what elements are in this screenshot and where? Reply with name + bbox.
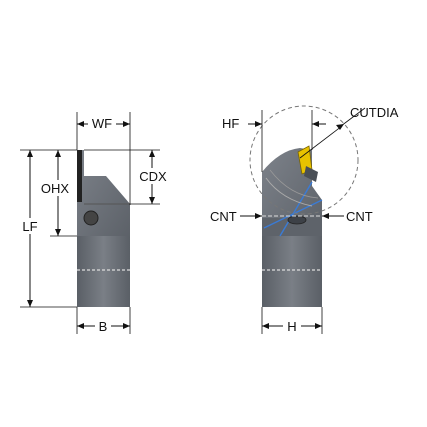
right-shank (262, 236, 322, 307)
cdx-arrow-bottom (149, 197, 155, 204)
hf-arrow-right (312, 121, 319, 127)
right-contour-2 (269, 169, 319, 199)
left-head (77, 150, 130, 236)
cutdia-label: CUTDIA (350, 105, 399, 120)
right-insert-clamp (304, 166, 318, 182)
left-view: WF CDX OHX LF B (18, 112, 170, 334)
hf-arrow-left (255, 121, 262, 127)
h-label: H (287, 319, 296, 334)
ohx-label-bg (38, 180, 72, 196)
right-screw-slot (287, 215, 307, 225)
cdx-label-bg (136, 168, 170, 184)
h-arrow-left (262, 323, 269, 329)
wf-label: WF (92, 116, 112, 131)
h-arrow-right (315, 323, 322, 329)
cutdia-circle (249, 105, 359, 215)
wf-arrow-left (77, 121, 84, 127)
cdx-label: CDX (139, 169, 167, 184)
cnt-right-label: CNT (346, 209, 373, 224)
lf-label-bg (18, 218, 42, 234)
cdx-arrow-top (149, 150, 155, 157)
b-arrow-right (123, 323, 130, 329)
b-label: B (99, 319, 108, 334)
cnt-left-label: CNT (210, 209, 237, 224)
cnt-right-arrow (322, 213, 329, 219)
wf-arrow-right (123, 121, 130, 127)
cutdia-arrow (336, 124, 344, 130)
cnt-left-arrow (255, 213, 262, 219)
wf-label-bg (88, 116, 116, 131)
left-shank (77, 236, 130, 307)
lf-arrow-top (27, 150, 33, 157)
b-label-bg (95, 318, 111, 334)
cutdia-leader (340, 107, 366, 127)
b-arrow-left (77, 323, 84, 329)
right-contour-1 (265, 177, 313, 207)
left-insert-blade (77, 150, 82, 202)
cutdia-dim-line (299, 125, 343, 159)
right-blue-line-2 (279, 181, 313, 237)
ohx-arrow-top (55, 150, 61, 157)
ohx-arrow-bottom (55, 229, 61, 236)
h-label-bg (283, 318, 301, 334)
left-screw-hole (83, 210, 99, 226)
lf-label: LF (22, 219, 37, 234)
ohx-label: OHX (41, 181, 70, 196)
right-view: CUTDIA HF CNT CNT H (210, 105, 399, 334)
hf-label: HF (222, 116, 239, 131)
lf-arrow-bottom (27, 300, 33, 307)
